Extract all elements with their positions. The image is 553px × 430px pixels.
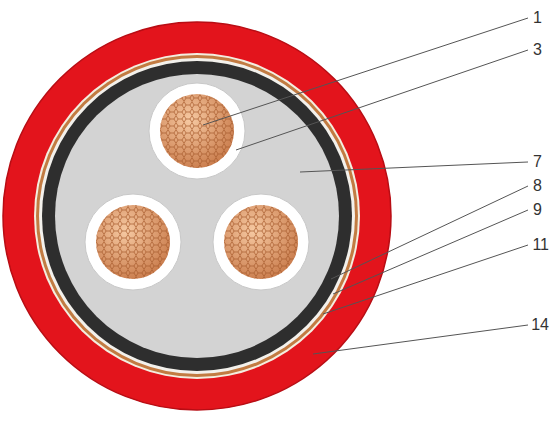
callout-number: 1 <box>533 9 542 27</box>
callout-number: 3 <box>533 41 542 59</box>
separator-layer <box>34 53 360 379</box>
callout-number: 9 <box>533 201 542 219</box>
core <box>149 83 245 179</box>
core <box>213 194 309 290</box>
leader-line <box>333 210 528 294</box>
callout-number: 8 <box>533 177 542 195</box>
leader-line <box>313 325 528 354</box>
copper-tape <box>36 55 358 377</box>
leader-lines <box>203 18 528 354</box>
leader-line <box>323 245 528 314</box>
leader-line <box>203 18 528 125</box>
callout-number: 7 <box>533 153 542 171</box>
core <box>85 194 181 290</box>
callout-number: 14 <box>531 316 549 334</box>
leader-line <box>300 162 528 172</box>
tape-layer <box>39 58 355 374</box>
leader-line <box>236 50 528 150</box>
inner-sheath <box>42 61 352 371</box>
callout-number: 11 <box>532 236 549 254</box>
leader-line <box>331 186 528 279</box>
filler <box>55 74 339 358</box>
